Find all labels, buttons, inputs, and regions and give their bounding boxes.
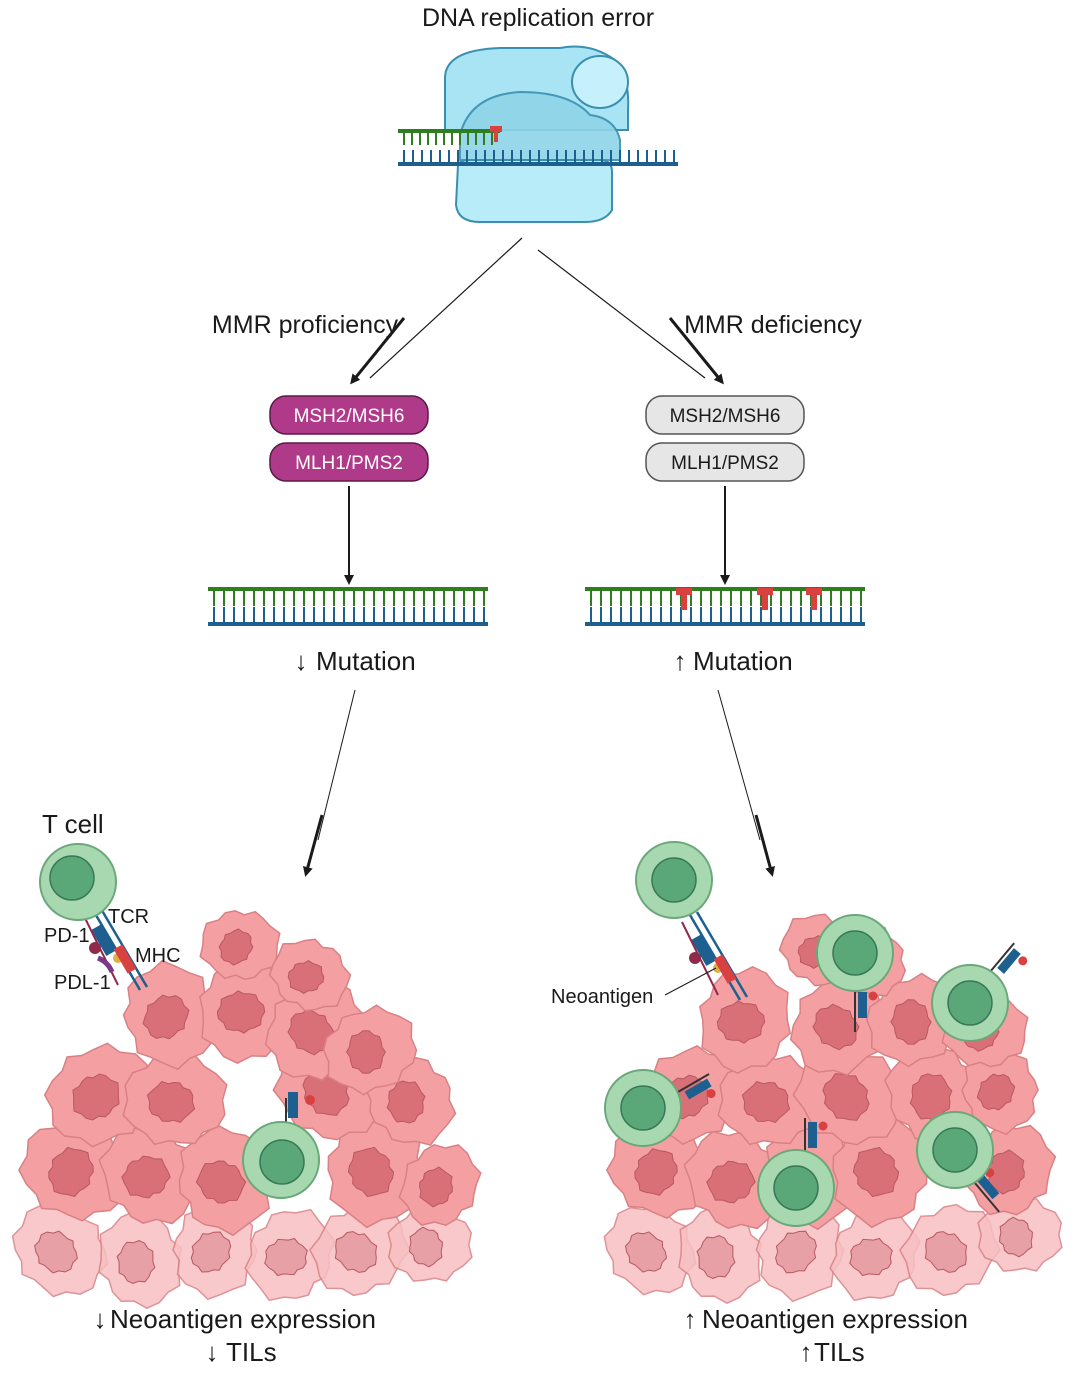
arrow-right-to-mmr [668,317,724,385]
neoantigen-pointer [664,967,717,996]
left-pill-mlh [269,442,429,482]
left-pill-msh [269,395,429,435]
left-pill-mlh-label: MLH1/PMS2 [295,453,403,474]
left-mutation-arrow: ↓ [295,646,308,676]
left-tils-label: TILs [226,1337,277,1367]
left-pill-msh-label: MSH2/MSH6 [294,406,405,427]
right-mutation-arrow: ↑ [674,646,687,676]
right-mutation-label: Mutation [693,646,793,676]
right-neoantigen-label: Neoantigen expression [702,1304,968,1334]
right-pill-mlh [645,442,805,482]
connector-left [369,237,523,379]
right-dna-mismatched [585,587,865,626]
left-path-label: MMR proficiency [212,311,399,339]
left-tils-arrow: ↓ [206,1337,219,1367]
left-neoantigen-label: Neoantigen expression [110,1304,376,1334]
left-tcell-illustration [39,843,149,991]
connector-right [537,249,706,379]
mhc-label: MHC [135,945,181,967]
right-neoantigen-arrow: ↑ [684,1304,697,1334]
tcr-label: TCR [108,906,149,928]
left-infiltrating-tcell [242,1092,320,1199]
arrow-left-to-tumor [303,814,324,877]
pd1-label: PD-1 [44,925,90,947]
dna-polymerase-illustration [398,45,678,223]
right-path-label: MMR deficiency [684,311,862,339]
right-tils-arrow: ↑ [800,1337,813,1367]
connector-left-tumor [317,689,356,841]
pdl1-label: PDL-1 [54,972,111,994]
right-pill-msh-label: MSH2/MSH6 [670,406,781,427]
left-neoantigen-arrow: ↓ [94,1304,107,1334]
arrow-left-to-mmr [350,317,406,385]
left-tumor-mass [11,910,482,1310]
neoantigen-label: Neoantigen [551,986,653,1008]
left-mutation-label: Mutation [316,646,416,676]
right-pill-mlh-label: MLH1/PMS2 [671,453,779,474]
left-mmr-complexes: MSH2/MSH6 MLH1/PMS2 [269,395,429,482]
left-dna-repaired [208,587,488,626]
tcell-label: T cell [42,809,104,839]
right-infiltrating-tcells [604,841,1028,1227]
right-tils-label: TILs [814,1337,865,1367]
arrow-right-to-tumor [754,814,775,877]
right-pill-msh [645,395,805,435]
right-mmr-complexes: MSH2/MSH6 MLH1/PMS2 [645,395,805,482]
connector-right-tumor [717,689,761,841]
title: DNA replication error [422,4,654,32]
